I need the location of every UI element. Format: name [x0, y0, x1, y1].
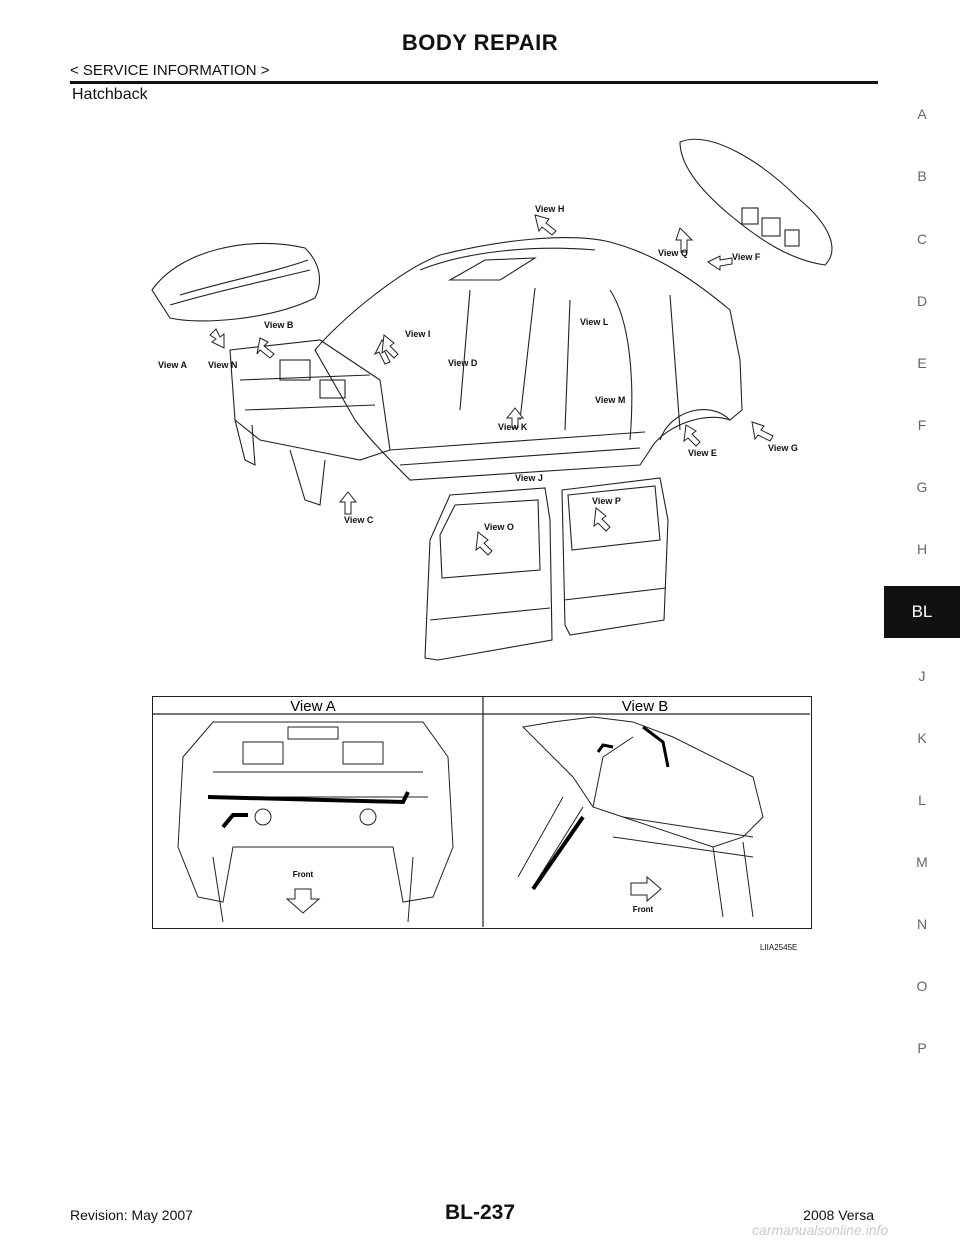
index-tab-d[interactable]: D	[916, 293, 928, 309]
index-tab-e[interactable]: E	[917, 355, 927, 371]
index-tab-k[interactable]: K	[917, 730, 927, 746]
revision-date: Revision: May 2007	[70, 1207, 193, 1223]
body-exploded-illustration: View A View N View B View C View D View …	[151, 138, 833, 661]
vehicle-model: 2008 Versa	[803, 1207, 874, 1223]
front-arrow-right-icon	[630, 875, 662, 903]
view-j-label: View J	[515, 473, 543, 483]
index-tab-j[interactable]: J	[918, 668, 926, 684]
index-tab-h[interactable]: H	[916, 541, 928, 557]
index-tab-bl-active[interactable]: BL	[884, 586, 960, 638]
index-tab-f[interactable]: F	[917, 417, 927, 433]
view-o-label: View O	[484, 522, 514, 532]
index-tab-g[interactable]: G	[916, 479, 928, 495]
index-tab-a[interactable]: A	[917, 106, 927, 122]
front-arrow-down-icon	[285, 888, 321, 914]
view-f-label: View F	[732, 252, 761, 262]
view-b-label: View B	[264, 320, 294, 330]
view-e-label: View E	[688, 448, 717, 458]
index-tab-b[interactable]: B	[917, 168, 927, 184]
index-tab-l[interactable]: L	[918, 792, 926, 808]
view-m-label: View M	[595, 395, 625, 405]
view-p-label: View P	[592, 496, 621, 506]
index-tab-c[interactable]: C	[916, 231, 928, 247]
page-number: BL-237	[444, 1201, 516, 1224]
figure-code: LIIA2545E	[760, 943, 798, 952]
view-h-label: View H	[535, 204, 564, 214]
view-detail-inset: View A View B Front	[152, 696, 812, 929]
view-d-label: View D	[448, 358, 478, 368]
view-a-drawing	[177, 721, 454, 923]
header-divider	[70, 81, 878, 84]
view-b-front-label: Front	[633, 905, 654, 914]
view-b-drawing	[517, 716, 764, 918]
index-tab-o[interactable]: O	[916, 978, 928, 994]
page-title: BODY REPAIR	[401, 30, 559, 55]
view-l-label: View L	[580, 317, 609, 327]
view-i-label: View I	[405, 329, 430, 339]
view-a-title: View A	[290, 698, 336, 715]
body-type-label: Hatchback	[72, 86, 148, 103]
index-tab-n[interactable]: N	[916, 916, 928, 932]
view-a-label: View A	[158, 360, 188, 370]
index-tab-m[interactable]: M	[916, 854, 928, 870]
watermark: carmanualsonline.info	[752, 1222, 889, 1238]
index-tab-p[interactable]: P	[917, 1040, 927, 1056]
view-n-label: View N	[208, 360, 237, 370]
view-k-label: View K	[498, 422, 528, 432]
view-b-title: View B	[622, 698, 668, 715]
section-subtitle: < SERVICE INFORMATION >	[70, 62, 270, 79]
view-c-label: View C	[344, 515, 374, 525]
view-a-front-label: Front	[293, 870, 314, 879]
view-q-label: View Q	[658, 248, 688, 258]
view-g-label: View G	[768, 443, 798, 453]
